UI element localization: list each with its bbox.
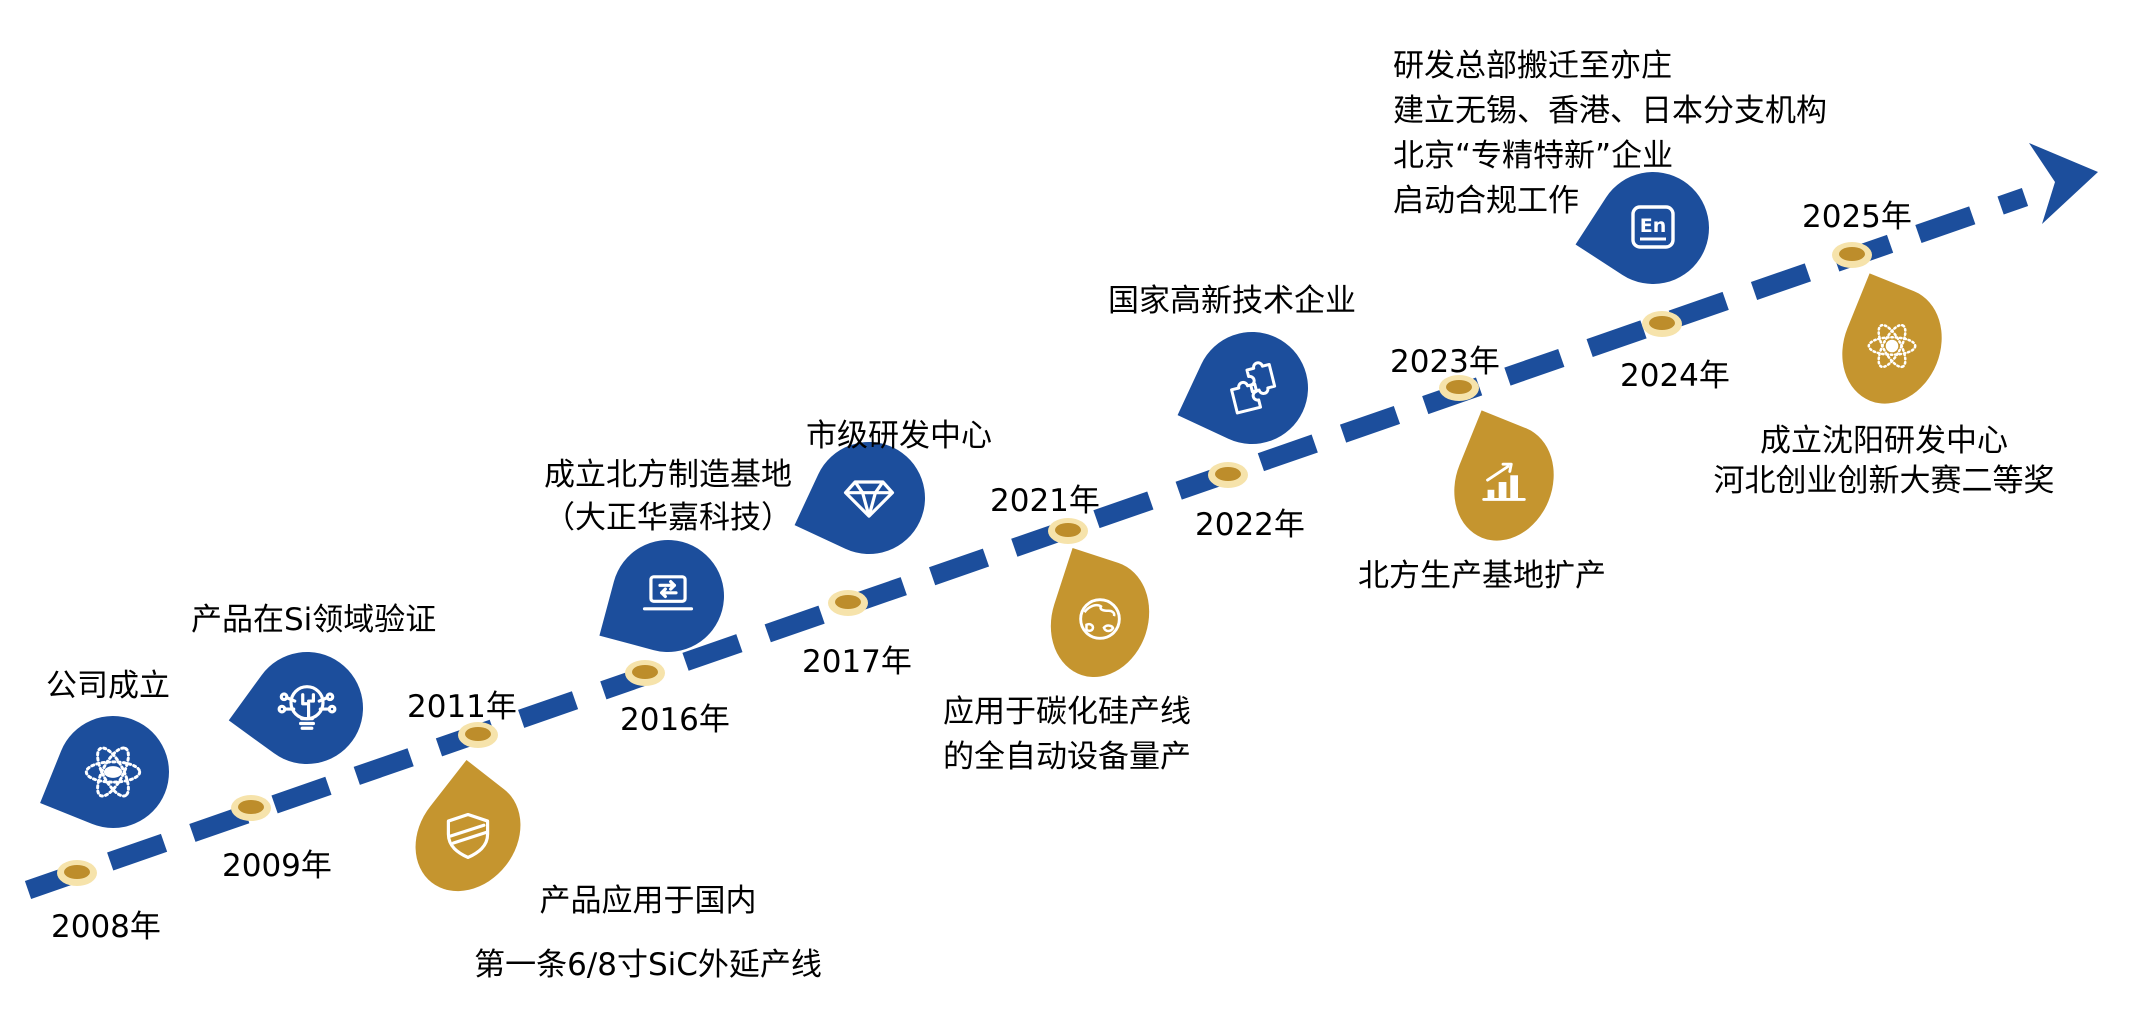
milestone-pin	[1825, 273, 1959, 419]
year-label: 2022年	[1195, 507, 1305, 543]
milestone-pin	[794, 423, 944, 573]
milestone-pin	[228, 629, 386, 787]
milestone-label-line: 研发总部搬迁至亦庄	[1393, 48, 1672, 84]
year-label: 2017年	[802, 644, 912, 680]
year-label: 2009年	[222, 848, 332, 884]
timeline-dot	[1048, 518, 1088, 544]
timeline-dashed-line	[24, 188, 2029, 899]
milestone-label: 研发总部搬迁至亦庄 建立无锡、香港、日本分支机构 北京“专精特新”企业 启动合规…	[1393, 44, 1827, 224]
milestone-label-line: 成立沈阳研发中心	[1760, 423, 2008, 459]
en-badge-icon: En	[1597, 172, 1709, 284]
atom-icon	[57, 716, 169, 828]
timeline-dot	[57, 860, 97, 886]
timeline-dot	[625, 660, 665, 686]
atom-dotted-icon	[1844, 287, 1940, 405]
growth-chart-icon	[1456, 424, 1552, 542]
milestone-label: 北方生产基地扩产	[1358, 558, 1606, 594]
milestone-label-line: 的全自动设备量产	[943, 739, 1191, 775]
timeline-dot	[1439, 375, 1479, 401]
milestone-label: 应用于碳化硅产线 的全自动设备量产	[943, 690, 1191, 780]
year-label: 2025年	[1802, 199, 1912, 235]
timeline-dot	[1642, 311, 1682, 337]
shield-icon	[420, 777, 516, 895]
diamond-icon	[813, 442, 925, 554]
milestone-label: 成立北方制造基地 （大正华嘉科技）	[508, 454, 828, 540]
milestone-pin	[599, 527, 737, 665]
milestone-label-line: 第一条6/8寸SiC外延产线	[474, 947, 822, 983]
year-label: 2021年	[990, 483, 1100, 519]
milestone-label-line-highlight: 启动合规工作	[1393, 183, 1579, 219]
milestone-label-line: 北京“专精特新”企业	[1393, 138, 1674, 174]
milestone-pin: En	[1575, 150, 1731, 306]
milestone-pin	[1437, 410, 1571, 556]
arrowhead-icon	[2029, 143, 2098, 224]
timeline-dot	[828, 590, 868, 616]
milestone-label: 市级研发中心	[806, 418, 992, 454]
year-label: 2023年	[1390, 344, 1500, 380]
milestone-label: 产品应用于国内 第一条6/8寸SiC外延产线	[448, 869, 848, 997]
year-label: 2016年	[620, 702, 730, 738]
milestone-label: 成立沈阳研发中心 河北创业创新大赛二等奖	[1684, 421, 2084, 501]
timeline-dot	[1832, 242, 1872, 268]
milestone-pin	[40, 699, 186, 845]
en-badge-text: En	[1640, 215, 1667, 237]
timeline-dot	[458, 722, 498, 748]
puzzle-icon	[1196, 332, 1308, 444]
globe-icon	[1052, 560, 1148, 678]
laptop-sync-icon	[612, 540, 724, 652]
year-label: 2011年	[407, 689, 517, 725]
timeline-dot	[1208, 462, 1248, 488]
milestone-label-line: 河北创业创新大赛二等奖	[1713, 463, 2055, 499]
milestone-label-line: 成立北方制造基地	[544, 457, 792, 493]
milestone-label-line: 产品应用于国内	[539, 883, 757, 919]
year-label: 2024年	[1620, 358, 1730, 394]
milestone-pin	[393, 759, 543, 913]
milestone-pin	[1036, 548, 1164, 690]
milestone-label: 公司成立	[46, 668, 170, 704]
milestone-label-line: （大正华嘉科技）	[544, 500, 792, 536]
milestone-label-line: 应用于碳化硅产线	[943, 694, 1191, 730]
milestone-label-line: 建立无锡、香港、日本分支机构	[1393, 93, 1827, 129]
year-label: 2008年	[51, 909, 161, 945]
milestone-pin	[1177, 313, 1327, 463]
lightbulb-circuit-icon	[251, 652, 363, 764]
milestone-label: 国家高新技术企业	[1108, 283, 1356, 319]
milestone-label: 产品在Si领域验证	[191, 602, 437, 638]
timeline-dot	[231, 795, 271, 821]
